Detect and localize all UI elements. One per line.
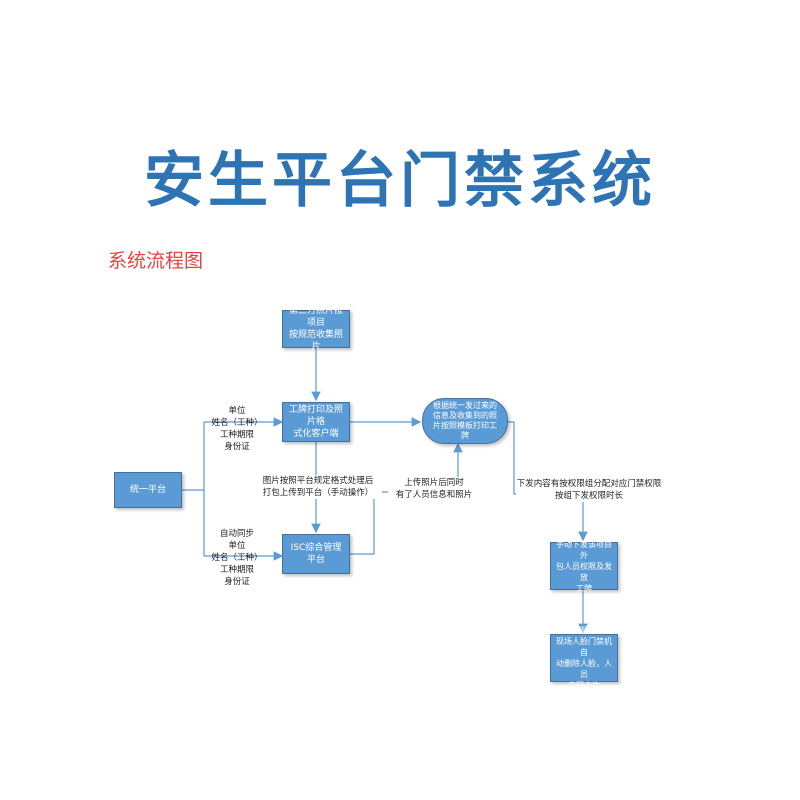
label-upper-branch: 单位 姓名（工种） 工种期限 身份证: [211, 406, 263, 452]
label-lower-branch: 自动同步 单位 姓名（工种） 工种期限 身份证: [211, 529, 263, 587]
node-print-badge: 根据统一发过来的 信息及收集到的照 片按照模板打印工 牌: [422, 398, 508, 444]
label-permission-group: 下发内容有按权限组分配对应门禁权限 按组下发权限时长: [516, 478, 662, 502]
edge-print-to-manual: [506, 421, 588, 542]
node-badge-client: 工牌打印及照片格 式化客户端: [282, 402, 350, 442]
label-photo-process: 图片按照平台规定格式处理后 打包上传到平台（手动操作）: [254, 475, 382, 499]
node-isc-platform: ISC综合管理平台: [282, 534, 350, 574]
node-unified-platform: 统一平台: [114, 472, 182, 508]
node-manual-issue: 手动下发该项目外 包人员权限及发放 工牌: [550, 540, 618, 593]
label-upload-info: 上传照片后同时 有了人员信息和照片: [388, 477, 480, 501]
page-title: 安生平台门禁系统: [144, 146, 656, 216]
node-auto-delete: 工作期限到期后 现场人脸门禁机自 动删除人脸，人员 交回卡片: [550, 626, 618, 690]
node-third-party: 第三方照片按项目 按规范收集照片: [282, 306, 350, 352]
diagram-subtitle: 系统流程图: [108, 250, 204, 272]
